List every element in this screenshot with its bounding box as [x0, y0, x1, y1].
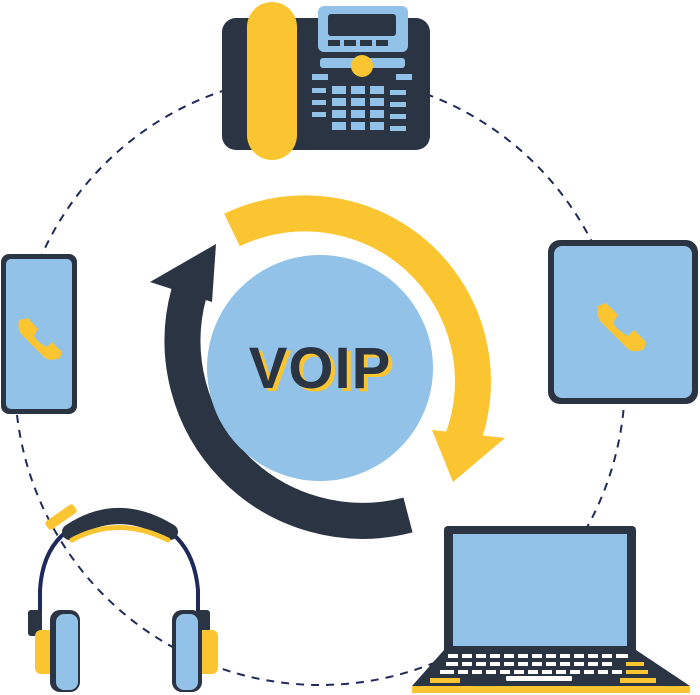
phone-handset-icon	[18, 318, 62, 360]
smartphone-icon	[1, 254, 77, 414]
voip-label-shadow: VOIP	[253, 339, 396, 404]
center-circle	[207, 255, 433, 481]
desk-phone-icon	[222, 2, 430, 160]
tablet-icon	[548, 240, 698, 404]
navy-cycle-arrow	[150, 244, 413, 539]
phone-handset-icon	[597, 303, 646, 352]
laptop-icon	[412, 526, 690, 693]
voip-label: VOIP	[249, 336, 392, 401]
yellow-cycle-arrow	[224, 195, 505, 482]
headphones-icon	[28, 504, 218, 692]
cycle-arrows	[150, 195, 505, 539]
